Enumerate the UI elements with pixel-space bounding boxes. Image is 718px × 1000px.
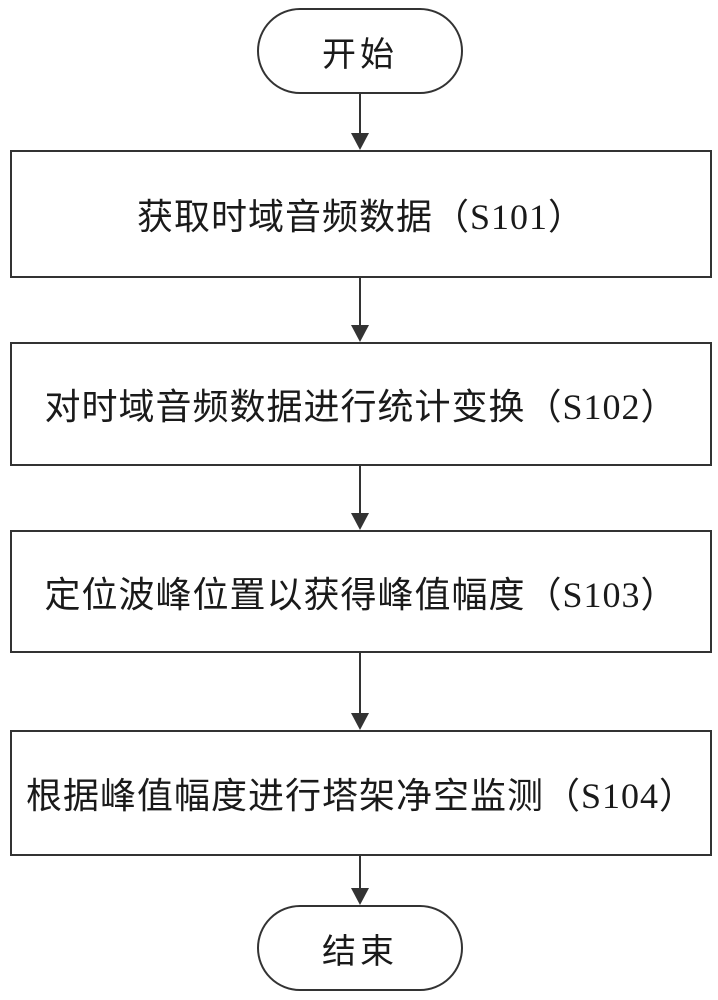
- arrow-line: [359, 94, 361, 133]
- flow-node-end-label: 结束: [322, 933, 398, 971]
- flow-node-s102-label: 对时域音频数据进行统计变换（S102）: [44, 387, 678, 427]
- flow-node-s103-label: 定位波峰位置以获得峰值幅度（S103）: [44, 574, 678, 615]
- flow-node-s101: 获取时域音频数据（S101）: [10, 150, 712, 278]
- arrowhead-down-icon: [351, 133, 369, 150]
- flow-node-end: 结束: [257, 905, 463, 991]
- arrow-line: [359, 653, 361, 713]
- arrow-line: [359, 466, 361, 513]
- arrowhead-down-icon: [351, 888, 369, 905]
- arrow-s101-to-s102: [350, 278, 370, 342]
- arrow-s103-to-s104: [350, 653, 370, 730]
- arrow-s102-to-s103: [350, 466, 370, 530]
- flow-node-start: 开始: [257, 8, 463, 94]
- flow-node-s102: 对时域音频数据进行统计变换（S102）: [10, 342, 712, 466]
- flow-node-s103: 定位波峰位置以获得峰值幅度（S103）: [10, 530, 712, 653]
- arrowhead-down-icon: [351, 713, 369, 730]
- arrow-s104-to-end: [350, 856, 370, 905]
- arrow-start-to-s101: [350, 94, 370, 150]
- arrow-line: [359, 856, 361, 888]
- flow-node-s104: 根据峰值幅度进行塔架净空监测（S104）: [10, 730, 712, 856]
- flow-node-s101-label: 获取时域音频数据（S101）: [136, 197, 586, 237]
- arrow-line: [359, 278, 361, 325]
- flow-node-s104-label: 根据峰值幅度进行塔架净空监测（S104）: [25, 776, 697, 816]
- arrowhead-down-icon: [351, 513, 369, 530]
- flow-node-start-label: 开始: [322, 36, 398, 74]
- arrowhead-down-icon: [351, 325, 369, 342]
